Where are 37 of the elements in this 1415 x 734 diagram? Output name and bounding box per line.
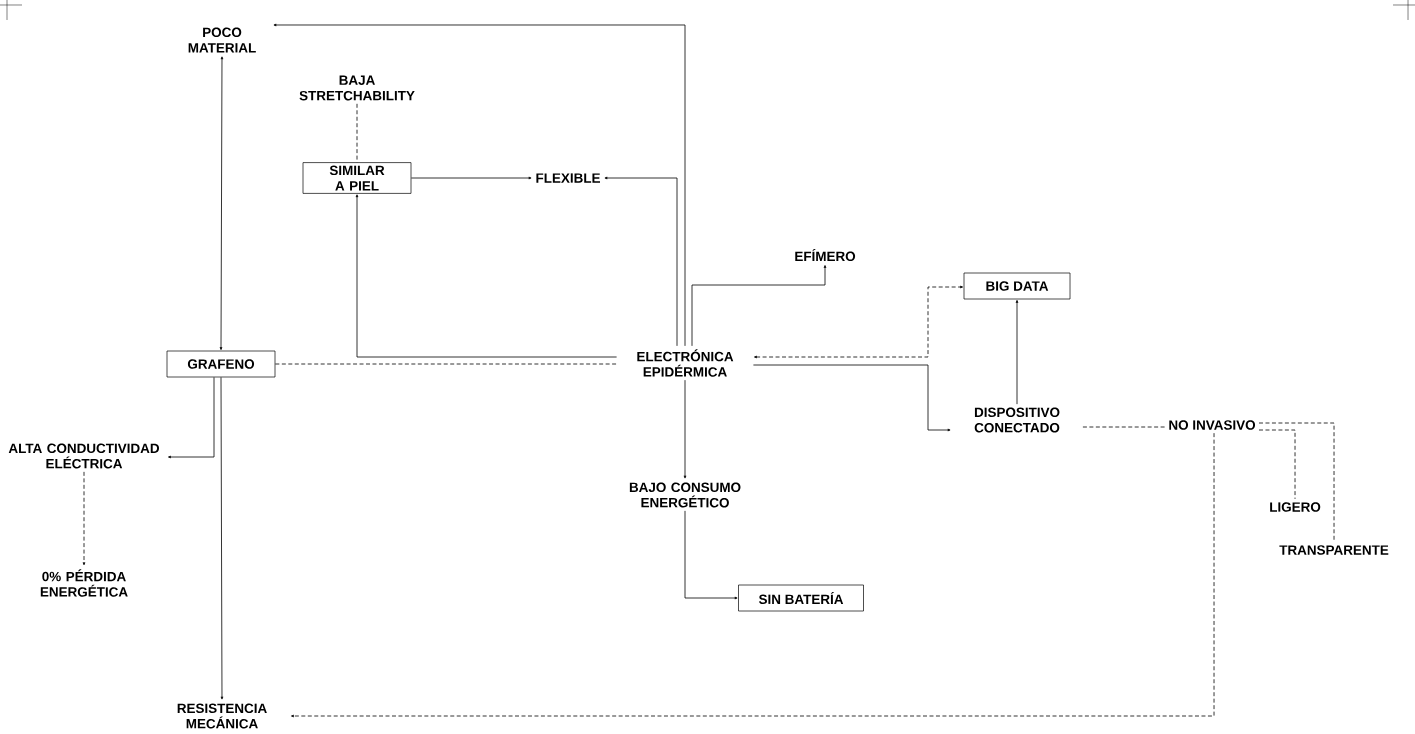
concept-label: POCO MATERIAL [188, 27, 256, 53]
concept-label: NO INVASIVO [1169, 420, 1256, 430]
concept-label: DISPOSITIVO CONECTADO [974, 407, 1060, 433]
concept-label: TRANSPARENTE [1279, 545, 1389, 555]
concept-box: SIN BATERÍA [738, 584, 864, 612]
concept-label: FLEXIBLE [536, 173, 600, 183]
arrow [291, 432, 1215, 718]
arrow [753, 364, 951, 432]
arrow [273, 23, 686, 347]
connector-line [274, 363, 617, 365]
connector-line [1082, 426, 1166, 428]
arrow [219, 56, 224, 350]
concept-label: 0% PÉRDIDA ENERGÉTICA [40, 569, 128, 597]
arrow [1015, 300, 1019, 405]
arrow [82, 471, 86, 566]
arrow [604, 176, 678, 347]
connector-line [1258, 429, 1296, 500]
arrow [684, 510, 738, 600]
connector-line [356, 103, 358, 163]
concept-box: SIMILAR A PIEL [302, 162, 412, 194]
arrow [355, 194, 617, 358]
concept-label: BAJO CONSUMO ENERGÉTICO [629, 482, 741, 508]
concept-box: BIG DATA [963, 272, 1071, 300]
concept-box: GRAFENO [166, 350, 276, 378]
connector-line [1258, 422, 1335, 543]
arrow [754, 285, 964, 359]
arrow [220, 376, 224, 700]
concept-label: EFÍMERO [795, 248, 856, 261]
concept-label: LIGERO [1270, 502, 1321, 512]
concept-label: ALTA CONDUCTIVIDAD ELÉCTRICA [8, 443, 159, 469]
arrow [691, 265, 827, 347]
arrow [683, 379, 687, 479]
concept-label: RESISTENCIA MECÁNICA [177, 703, 267, 729]
concept-label: ELECTRÓNICA EPIDÉRMICA [637, 349, 734, 377]
arrow [410, 176, 532, 180]
arrow [168, 376, 215, 459]
concept-label: BAJA STRETCHABILITY [299, 75, 415, 101]
